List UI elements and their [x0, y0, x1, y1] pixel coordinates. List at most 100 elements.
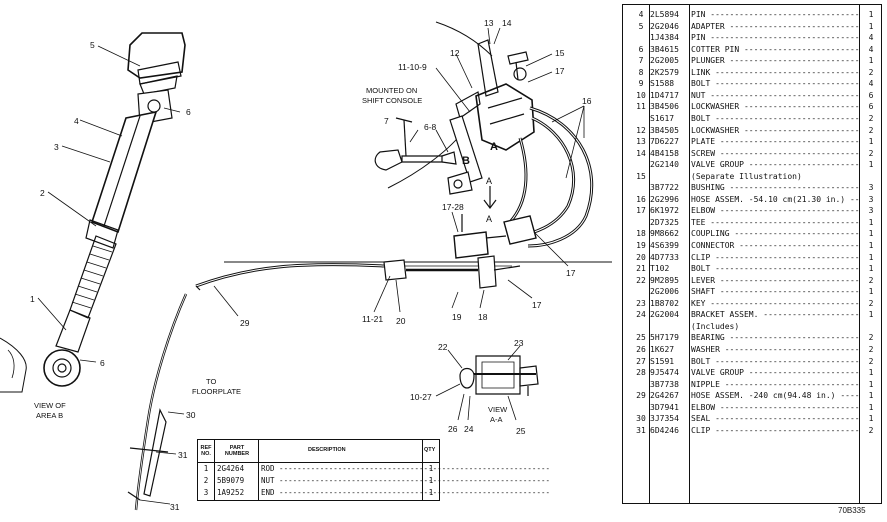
floorplate-note-line2: FLOORPLATE — [192, 387, 241, 396]
parts-row-description: ELBOW ----------------------------------… — [691, 205, 859, 216]
callout-14: 14 — [502, 18, 512, 28]
parts-row-part: 3B4506 — [650, 102, 679, 112]
parts-row-part: 3D7941 — [650, 402, 679, 412]
parts-row-qty: 2 — [868, 356, 874, 366]
parts-row-ref: 24 — [636, 310, 646, 320]
parts-row-part: T102 — [650, 264, 670, 274]
callout-17-top: 17 — [555, 66, 565, 76]
small-row-ref: 2 — [203, 476, 209, 485]
parts-row-description: CONNECTOR ------------------------------… — [691, 240, 859, 251]
parts-row-part: 2G4267 — [650, 391, 679, 401]
parts-row-qty: 2 — [868, 125, 874, 135]
parts-row-description: BOLT -----------------------------------… — [691, 113, 859, 124]
dot-leader: ----------------------------------------… — [743, 102, 859, 112]
parts-row-description: WASHER ---------------------------------… — [691, 344, 859, 355]
parts-row-qty: 1 — [868, 264, 874, 274]
parts-row: 2G2140 VALVE GROUP ----------------------… — [623, 159, 881, 170]
callout-6-bottom: 6 — [100, 358, 105, 368]
dot-leader: ----------------------------------------… — [715, 356, 859, 366]
parts-row-description: KEY ------------------------------------… — [691, 298, 859, 309]
parts-row-description: BEARING --------------------------------… — [691, 332, 859, 343]
parts-row-part: 2D7325 — [650, 217, 679, 227]
dot-leader: ----------------------------------------… — [748, 368, 859, 378]
parts-row-description: COUPLING -------------------------------… — [691, 228, 859, 239]
dot-leader: ----------------------------------------… — [715, 79, 859, 89]
dot-leader: ----------------------------------------… — [719, 402, 859, 412]
parts-row-part: 6K1972 — [650, 206, 679, 216]
callout-12: 12 — [450, 48, 460, 58]
header-description: DESCRIPTION — [308, 447, 346, 453]
dot-leader: ----------------------------------------… — [729, 183, 859, 193]
dot-leader: ----------------------------------------… — [710, 217, 859, 227]
parts-row-part: 2K2579 — [650, 67, 679, 77]
dot-leader: ----------------------------------------… — [710, 90, 859, 100]
parts-row-description: NIPPLE ---------------------------------… — [691, 379, 859, 390]
parts-row-ref: 7 — [638, 56, 644, 66]
parts-row-ref: 28 — [636, 368, 646, 378]
parts-row-part: 2G2140 — [650, 160, 679, 170]
header-part: PART NUMBER — [224, 445, 250, 457]
parts-row-ref: 6 — [638, 44, 644, 54]
callout-4: 4 — [74, 116, 79, 126]
parts-row-part: 4D7733 — [650, 252, 679, 262]
dot-leader: ----------------------------------------… — [710, 10, 859, 19]
parts-row-qty: 1 — [868, 217, 874, 227]
parts-row-description: CLIP -----------------------------------… — [691, 425, 859, 436]
parts-row-ref: 18 — [636, 229, 646, 239]
parts-row-qty: 3 — [868, 194, 874, 204]
parts-row-description: ELBOW ----------------------------------… — [691, 402, 859, 413]
parts-row-qty: 1 — [868, 229, 874, 239]
rod-assembly-drawing — [0, 32, 186, 393]
parts-row-description: LOCKWASHER -----------------------------… — [691, 101, 859, 112]
small-row-qty: 1 — [428, 476, 434, 485]
parts-row-description: BOLT -----------------------------------… — [691, 356, 859, 367]
dot-leader: ----------------------------------------… — [710, 298, 859, 308]
callout-17-28: 17-28 — [442, 202, 464, 212]
parts-row-description: VALVE GROUP ----------------------------… — [691, 159, 859, 170]
parts-row-description: BRACKET ASSEM. -------------------------… — [691, 309, 859, 320]
parts-row-qty: 6 — [868, 102, 874, 112]
dot-leader: ----------------------------------------… — [729, 21, 859, 31]
parts-row-ref: 8 — [638, 67, 644, 77]
dot-leader: ----------------------------------------… — [715, 252, 859, 262]
parts-row-ref: 20 — [636, 252, 646, 262]
parts-row-ref: 29 — [636, 391, 646, 401]
parts-row-part: 1D4717 — [650, 90, 679, 100]
mounted-note-line2: SHIFT CONSOLE — [362, 96, 422, 105]
parts-row-qty: 2 — [868, 67, 874, 77]
parts-row-qty: 1 — [868, 391, 874, 401]
parts-row-part: 9M8662 — [650, 229, 679, 239]
parts-divider-desc — [859, 5, 860, 503]
floorplate-cable-drawing — [127, 293, 188, 511]
callout-6-top: 6 — [186, 107, 191, 117]
section-letter-a-upper: A — [486, 176, 492, 186]
small-row-description: ROD ------------------------------------… — [261, 464, 550, 473]
callout-31-lower: 31 — [170, 502, 180, 512]
small-row-ref: 3 — [203, 488, 209, 497]
small-row-qty: 1 — [428, 464, 434, 473]
parts-row-qty: 6 — [868, 90, 874, 100]
callout-2: 2 — [40, 188, 45, 198]
dot-leader: ----------------------------------------… — [748, 160, 859, 170]
dot-leader: ----------------------------------------… — [274, 464, 550, 473]
parts-row-ref: 25 — [636, 333, 646, 343]
view-aa-drawing — [435, 345, 539, 421]
callout-13: 13 — [484, 18, 494, 28]
parts-row-qty: 1 — [868, 56, 874, 66]
callout-11-10-9: 11-10-9 — [398, 62, 427, 72]
dot-leader: ----------------------------------------… — [739, 241, 859, 250]
parts-row-qty: 1 — [868, 241, 874, 250]
parts-row-ref: 5 — [638, 21, 644, 31]
dot-leader: ----------------------------------------… — [715, 113, 859, 123]
parts-divider-ref — [649, 5, 650, 503]
small-row-part: 1A9252 — [217, 488, 245, 497]
small-row-part: 2G4264 — [217, 464, 245, 473]
